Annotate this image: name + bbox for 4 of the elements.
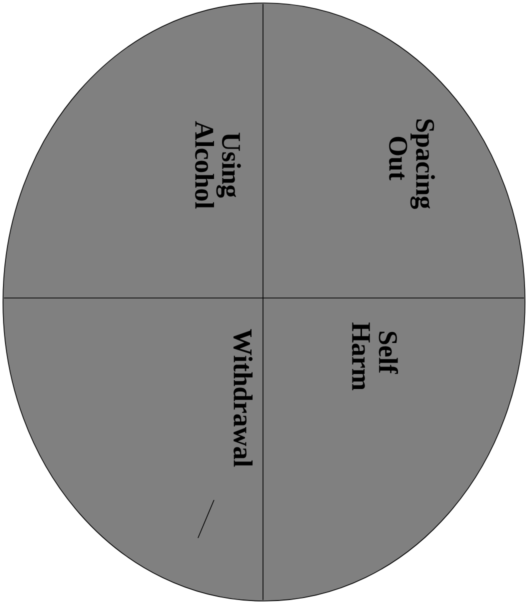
quadrant-label: Self Harm: [352, 322, 398, 390]
quadrant-label: Spacing Out: [389, 119, 435, 209]
quadrant-label: Using Alcohol: [195, 121, 241, 209]
quadrant-label: Withdrawal: [233, 329, 253, 467]
